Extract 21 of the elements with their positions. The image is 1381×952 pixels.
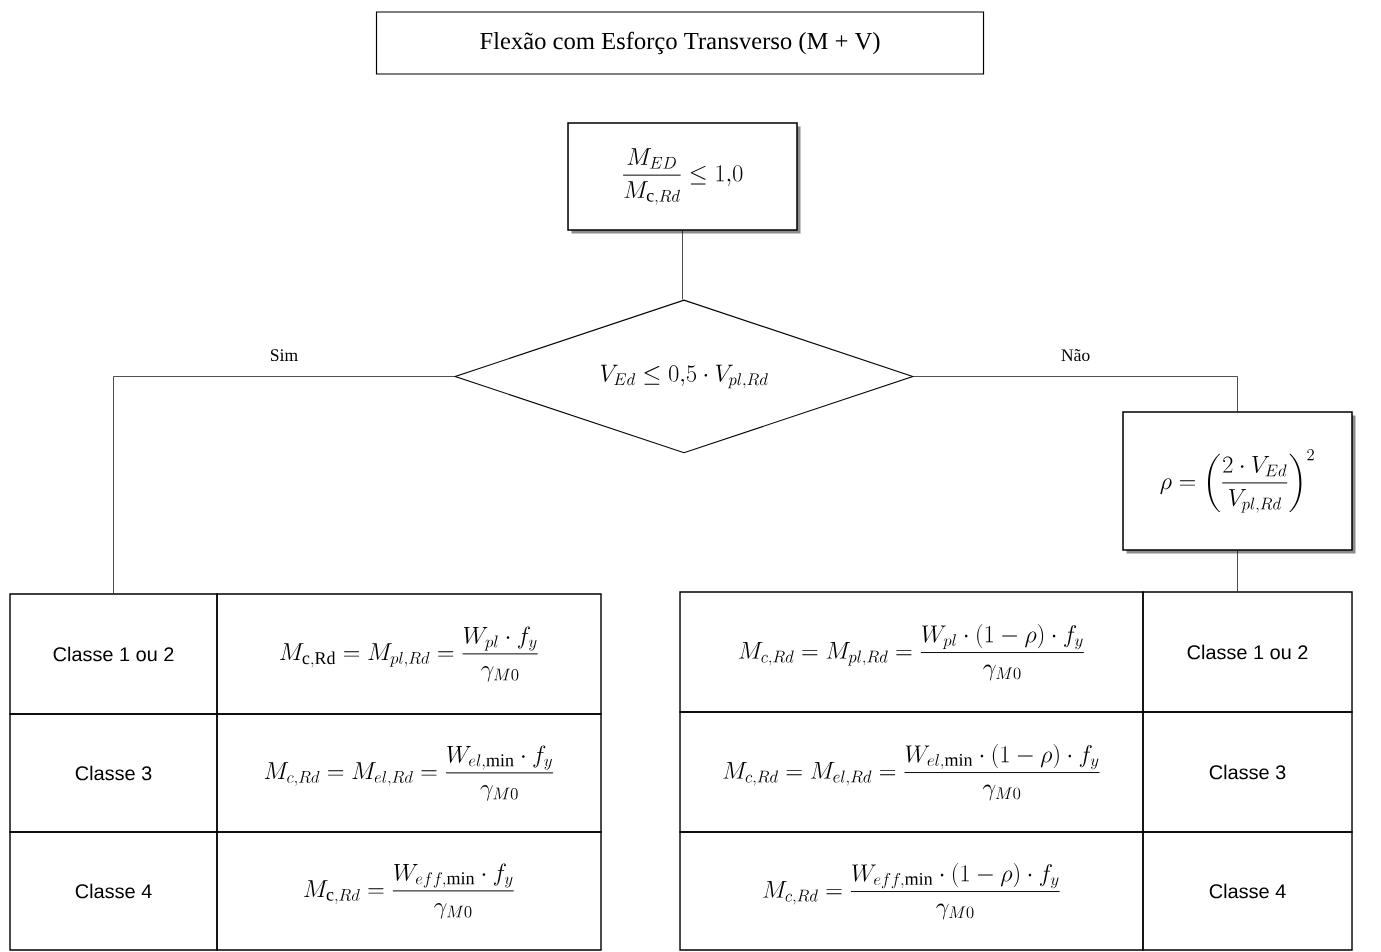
table-cell: Classe 1 ou 2: [1142, 591, 1353, 713]
title-box: Flexão com Esforço Transverso (M + V): [375, 11, 985, 75]
formula-cell: $M_{c,Rd}=M_{pl,Rd}=\frac{W_{pl}\cdot(1-\rho)\cdot f_y}{\gamma_{M0}}$: [679, 591, 1144, 713]
formula-box: $\rho=\left(\frac{2\cdot V_{Ed}}{V_{pl,Rd}}\right)^2$: [1122, 411, 1356, 554]
table-cell: Classe 4: [1142, 831, 1353, 951]
formula-cell: $M_{c,Rd}=M_{el,Rd}=\frac{W_{el,\min}\cdot(1-\rho)\cdot f_y}{\gamma_{M0}}$: [679, 711, 1144, 833]
edge-label: Sim: [268, 348, 300, 363]
table-cell: Classe 3: [9, 713, 218, 833]
table-cell: Classe 4: [9, 831, 218, 951]
connector-line: [113, 376, 455, 594]
connector-line: [682, 230, 683, 300]
formula-cell: $M_{c,Rd}=\frac{W_{eff,\min}\cdot(1-\rho)\cdot f_y}{\gamma_{M0}}$: [679, 831, 1144, 951]
connector-line: [1237, 550, 1238, 592]
table-cell: Classe 3: [1142, 711, 1353, 833]
formula-cell: $M_{c,Rd}=M_{el,Rd}=\frac{W_{el,\min}\cdot f_y}{\gamma_{M0}}$: [216, 713, 602, 833]
connector-line: [913, 376, 1238, 412]
edge-label: Não: [1059, 347, 1092, 363]
table-cell: Classe 1 ou 2: [9, 593, 218, 715]
formula-cell: $M_{\mathrm{c,Rd}}=M_{pl,Rd}=\frac{W_{pl}\cdot f_y}{\gamma_{M0}}$: [216, 593, 602, 715]
formula-cell: $M_{\mathrm{c},Rd}=\frac{W_{eff,\min}\cdot f_y}{\gamma_{M0}}$: [216, 831, 602, 951]
formula-box: $\frac{M_{ED}}{M_{\mathrm{c},Rd}}\leq 1{,}0$: [567, 122, 801, 234]
